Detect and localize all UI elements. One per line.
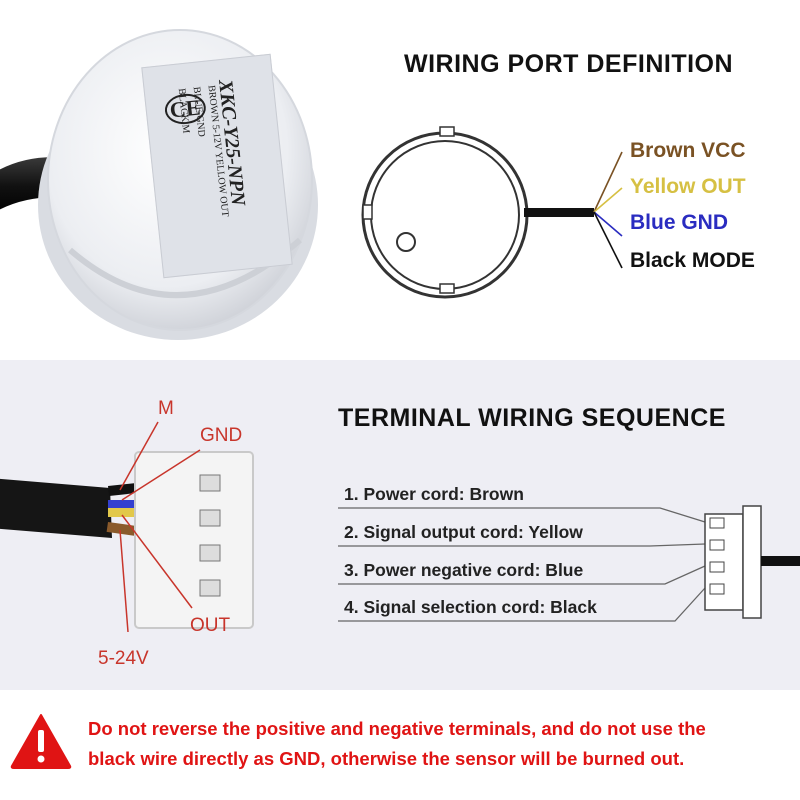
port-notch-left <box>362 204 373 220</box>
wire-blue <box>593 211 623 237</box>
connector-cable <box>0 478 112 538</box>
wire-stub-yellow <box>108 508 140 517</box>
callout-arrow-gnd <box>121 449 201 501</box>
port-notch-top <box>439 126 455 137</box>
port-notch-bottom <box>439 283 455 294</box>
wiring-port-title: WIRING PORT DEFINITION <box>404 50 734 78</box>
warning-section <box>0 690 800 800</box>
port-hole <box>396 232 416 252</box>
sequence-pin-3 <box>709 561 725 573</box>
wiring-port-section: CE XKC-Y25-NPN BROWN 5-12V YELLOW OUT BL… <box>0 0 800 360</box>
wire-label-brown: Brown VCC <box>630 139 746 162</box>
sequence-connector-cap <box>742 505 762 619</box>
warning-line-2: black wire directly as GND, otherwise th… <box>88 748 685 769</box>
connector-pin-3 <box>199 544 221 562</box>
port-diagram <box>361 126 623 299</box>
sequence-pin-4 <box>709 583 725 595</box>
warning-line-1: Do not reverse the positive and negative… <box>88 718 706 739</box>
connector-housing <box>134 451 254 629</box>
terminal-sequence-section: M GND OUT 5-24V TERMINAL WIRING SEQUENCE… <box>0 360 800 690</box>
port-outer-ring <box>361 131 529 299</box>
connector-pin-4 <box>199 579 221 597</box>
callout-label-vcc: 5-24V <box>98 648 149 669</box>
callout-arrow-vcc <box>119 529 129 633</box>
callout-label-out: OUT <box>190 615 231 636</box>
wire-label-blue: Blue GND <box>630 211 729 234</box>
wire-stub-blue <box>108 500 140 508</box>
wire-brown <box>593 151 623 213</box>
wire-black <box>593 211 623 269</box>
sequence-item-1: 1. Power cord: Brown <box>344 484 524 504</box>
callout-arrow-m <box>119 421 159 491</box>
sequence-line-2 <box>338 543 706 547</box>
connector-pin-1 <box>199 474 221 492</box>
port-inner-ring <box>370 140 520 290</box>
sequence-connector-diagram <box>338 505 800 622</box>
warning-message: Do not reverse the positive and negative… <box>88 714 788 774</box>
callout-arrow-out <box>121 514 193 609</box>
sequence-pin-2 <box>709 539 725 551</box>
sequence-item-2: 2. Signal output cord: Yellow <box>344 522 583 542</box>
wire-stub-brown <box>106 522 140 537</box>
sequence-line-3 <box>338 565 706 585</box>
wire-label-black: Black MODE <box>630 249 755 272</box>
wire-label-yellow: Yellow OUT <box>630 175 746 198</box>
sequence-item-3: 3. Power negative cord: Blue <box>344 560 584 580</box>
sequence-cable <box>761 556 800 566</box>
wire-yellow <box>593 187 623 213</box>
connector-pin-2 <box>199 509 221 527</box>
port-cable <box>524 208 594 217</box>
callout-label-m: M <box>158 398 174 419</box>
terminal-sequence-title: TERMINAL WIRING SEQUENCE <box>338 404 726 432</box>
sequence-line-4 <box>338 587 706 622</box>
sensor-label-sticker: CE XKC-Y25-NPN BROWN 5-12V YELLOW OUT BL… <box>141 53 293 279</box>
warning-triangle-icon <box>10 714 72 769</box>
connector-photo <box>0 421 254 633</box>
callout-label-gnd: GND <box>200 425 243 446</box>
sequence-pin-1 <box>709 517 725 529</box>
sequence-line-1 <box>338 507 706 523</box>
sequence-item-4: 4. Signal selection cord: Black <box>344 597 597 617</box>
